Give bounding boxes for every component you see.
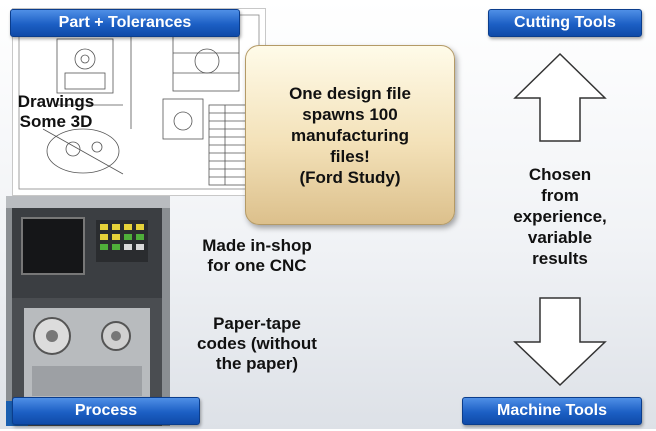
chosen-line: experience, [513, 207, 607, 226]
paper-tape-line: Paper-tape [213, 314, 301, 333]
chosen-text: Chosen from experience, variable results [488, 164, 632, 269]
paper-tape-line: codes (without [197, 334, 317, 353]
callout-line: manufacturing [290, 125, 410, 145]
part-tolerances-label: Part + Tolerances [10, 9, 240, 37]
chosen-line: results [532, 249, 588, 268]
callout-line: files! [330, 146, 370, 166]
chosen-line: variable [527, 228, 593, 247]
paper-tape-text: Paper-tape codes (without the paper) [166, 314, 348, 374]
cnc-machine-photo [6, 196, 170, 426]
chosen-line: Chosen [528, 165, 592, 184]
cutting-tools-label: Cutting Tools [488, 9, 642, 37]
chosen-line: from [541, 186, 579, 205]
made-in-shop-line: for one CNC [207, 256, 307, 275]
drawings-text: Drawings Some 3D [0, 92, 112, 132]
down-arrow-icon [513, 297, 607, 387]
made-in-shop-text: Made in-shop for one CNC [166, 236, 348, 276]
made-in-shop-line: Made in-shop [202, 236, 312, 255]
drawings-line: Some 3D [19, 112, 93, 131]
cnc-machine-illustration [6, 196, 170, 426]
callout-line: spawns 100 [302, 104, 398, 124]
paper-tape-line: the paper) [215, 354, 299, 373]
process-label: Process [12, 397, 200, 425]
machine-tools-label: Machine Tools [462, 397, 642, 425]
up-arrow-icon [513, 52, 607, 142]
drawings-line: Drawings [17, 92, 95, 111]
callout-line: (Ford Study) [299, 167, 401, 187]
callout-line: One design file [289, 83, 411, 103]
ford-study-callout: One design file spawns 100 manufacturing… [245, 45, 455, 225]
